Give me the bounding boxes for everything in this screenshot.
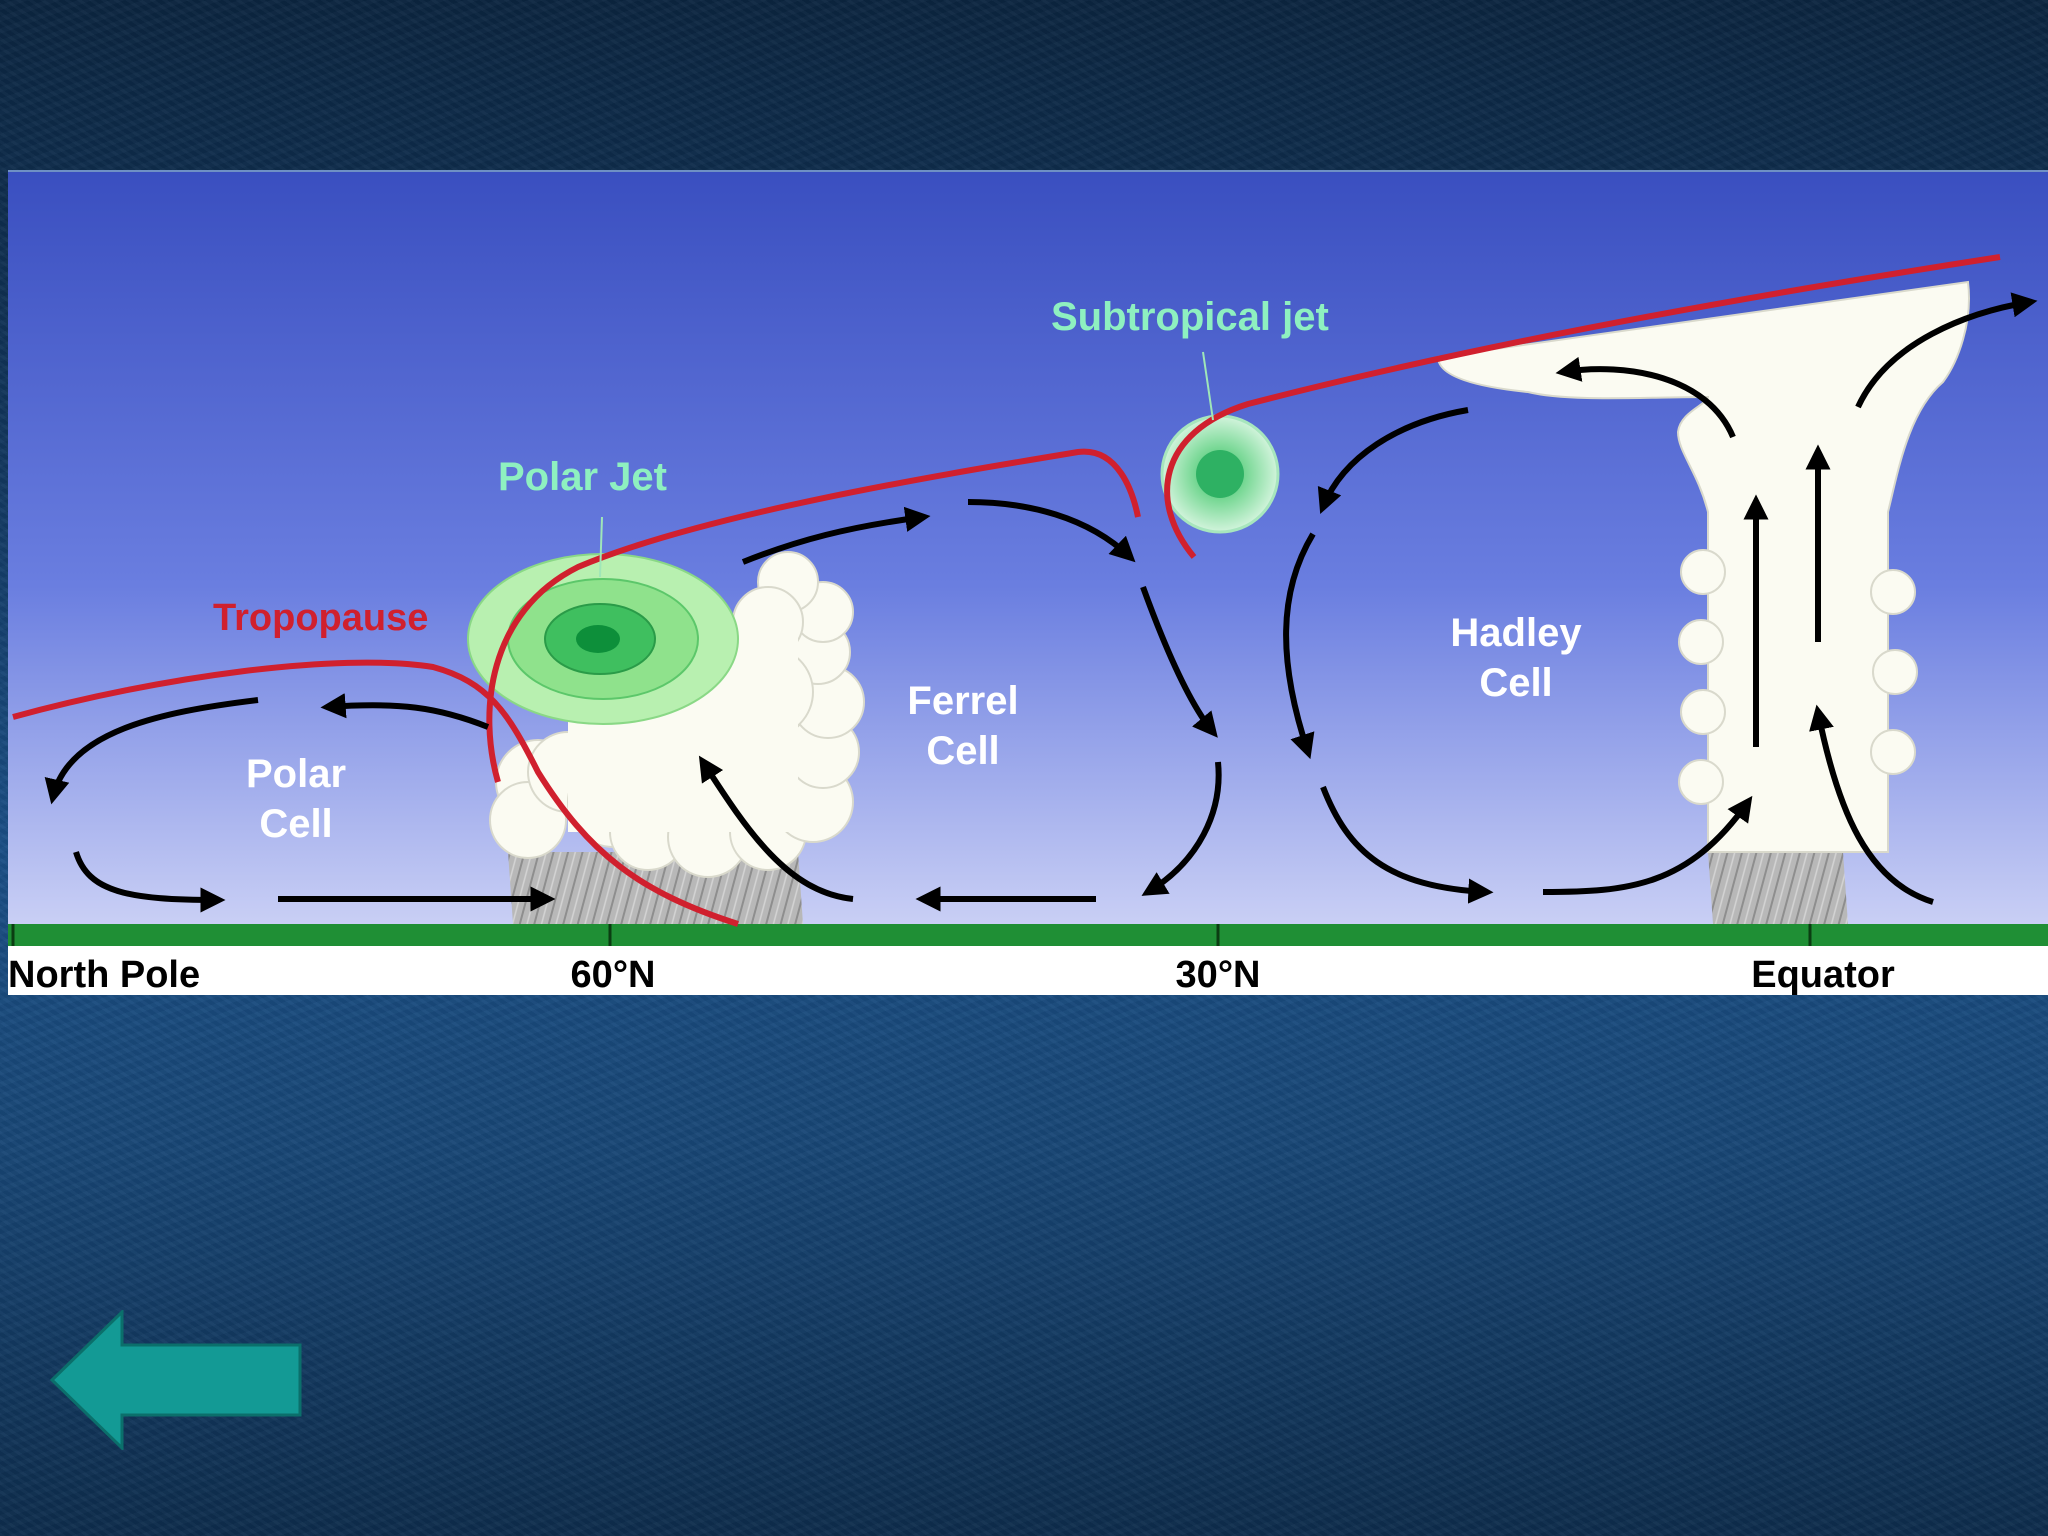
subtropical-jet-core [1196,450,1244,498]
arrow-equator-updraft-2 [1809,704,1934,905]
polar-jet-pointer [599,516,603,578]
tropopause-line-tropical [1164,254,2001,559]
label-subtropical-jet: Subtropical jet [1051,295,1329,339]
axis-label-30n: 30°N [1176,954,1261,995]
subtropical-jet-pointer [1202,351,1214,421]
arrow-polar-lower-left [73,851,226,913]
arrow-polar-upper-left [44,697,259,805]
arrow-ferrel-upper-right [967,499,1136,563]
label-polar-jet: Polar Jet [498,455,667,499]
arrow-ferrel-sinking [1140,585,1218,738]
tropopause-line-mid [486,448,1141,783]
label-hadley-cell-line2: Cell [1479,661,1552,705]
polar-jet-core [576,625,620,653]
arrow-polar-upper-right [320,693,490,730]
label-polar-cell-line2: Cell [259,802,332,846]
axis-label-north-pole: North Pole [8,954,200,995]
atmospheric-circulation-diagram: Tropopause Polar Jet Subtropical jet Pol… [8,170,2048,995]
axis-label-equator: Equator [1751,954,1895,995]
arrow-hadley-sinking-upper [1283,532,1316,760]
label-hadley-cell-line1: Hadley [1450,611,1582,655]
arrow-hadley-sinking-lower [1320,785,1494,904]
label-tropopause: Tropopause [213,597,428,639]
axis-label-band [8,946,2048,995]
arrow-equator-top-left [1555,356,1736,439]
arrow-ferrel-lower-right [1141,761,1222,896]
axis-label-60n: 60°N [571,954,656,995]
rain-shaft-equator [1708,852,1848,924]
arrow-hadley-upper [1317,407,1469,515]
label-ferrel-cell-line1: Ferrel [907,679,1018,723]
label-polar-cell-line1: Polar [246,752,346,796]
left-arrow-icon [49,1308,302,1452]
arrow-ferrel-rising [698,755,854,902]
label-ferrel-cell-line2: Cell [926,729,999,773]
cloud-equator-column [1436,280,1970,853]
back-button[interactable] [49,1308,305,1452]
tropopause-line-polar [12,659,739,927]
arrow-hadley-surface [1542,795,1753,895]
arrow-equator-top-right [1855,292,2038,409]
arrow-ferrel-upper-left [741,506,931,565]
ground-strip [8,924,2048,946]
axis-ticks [11,924,1812,946]
